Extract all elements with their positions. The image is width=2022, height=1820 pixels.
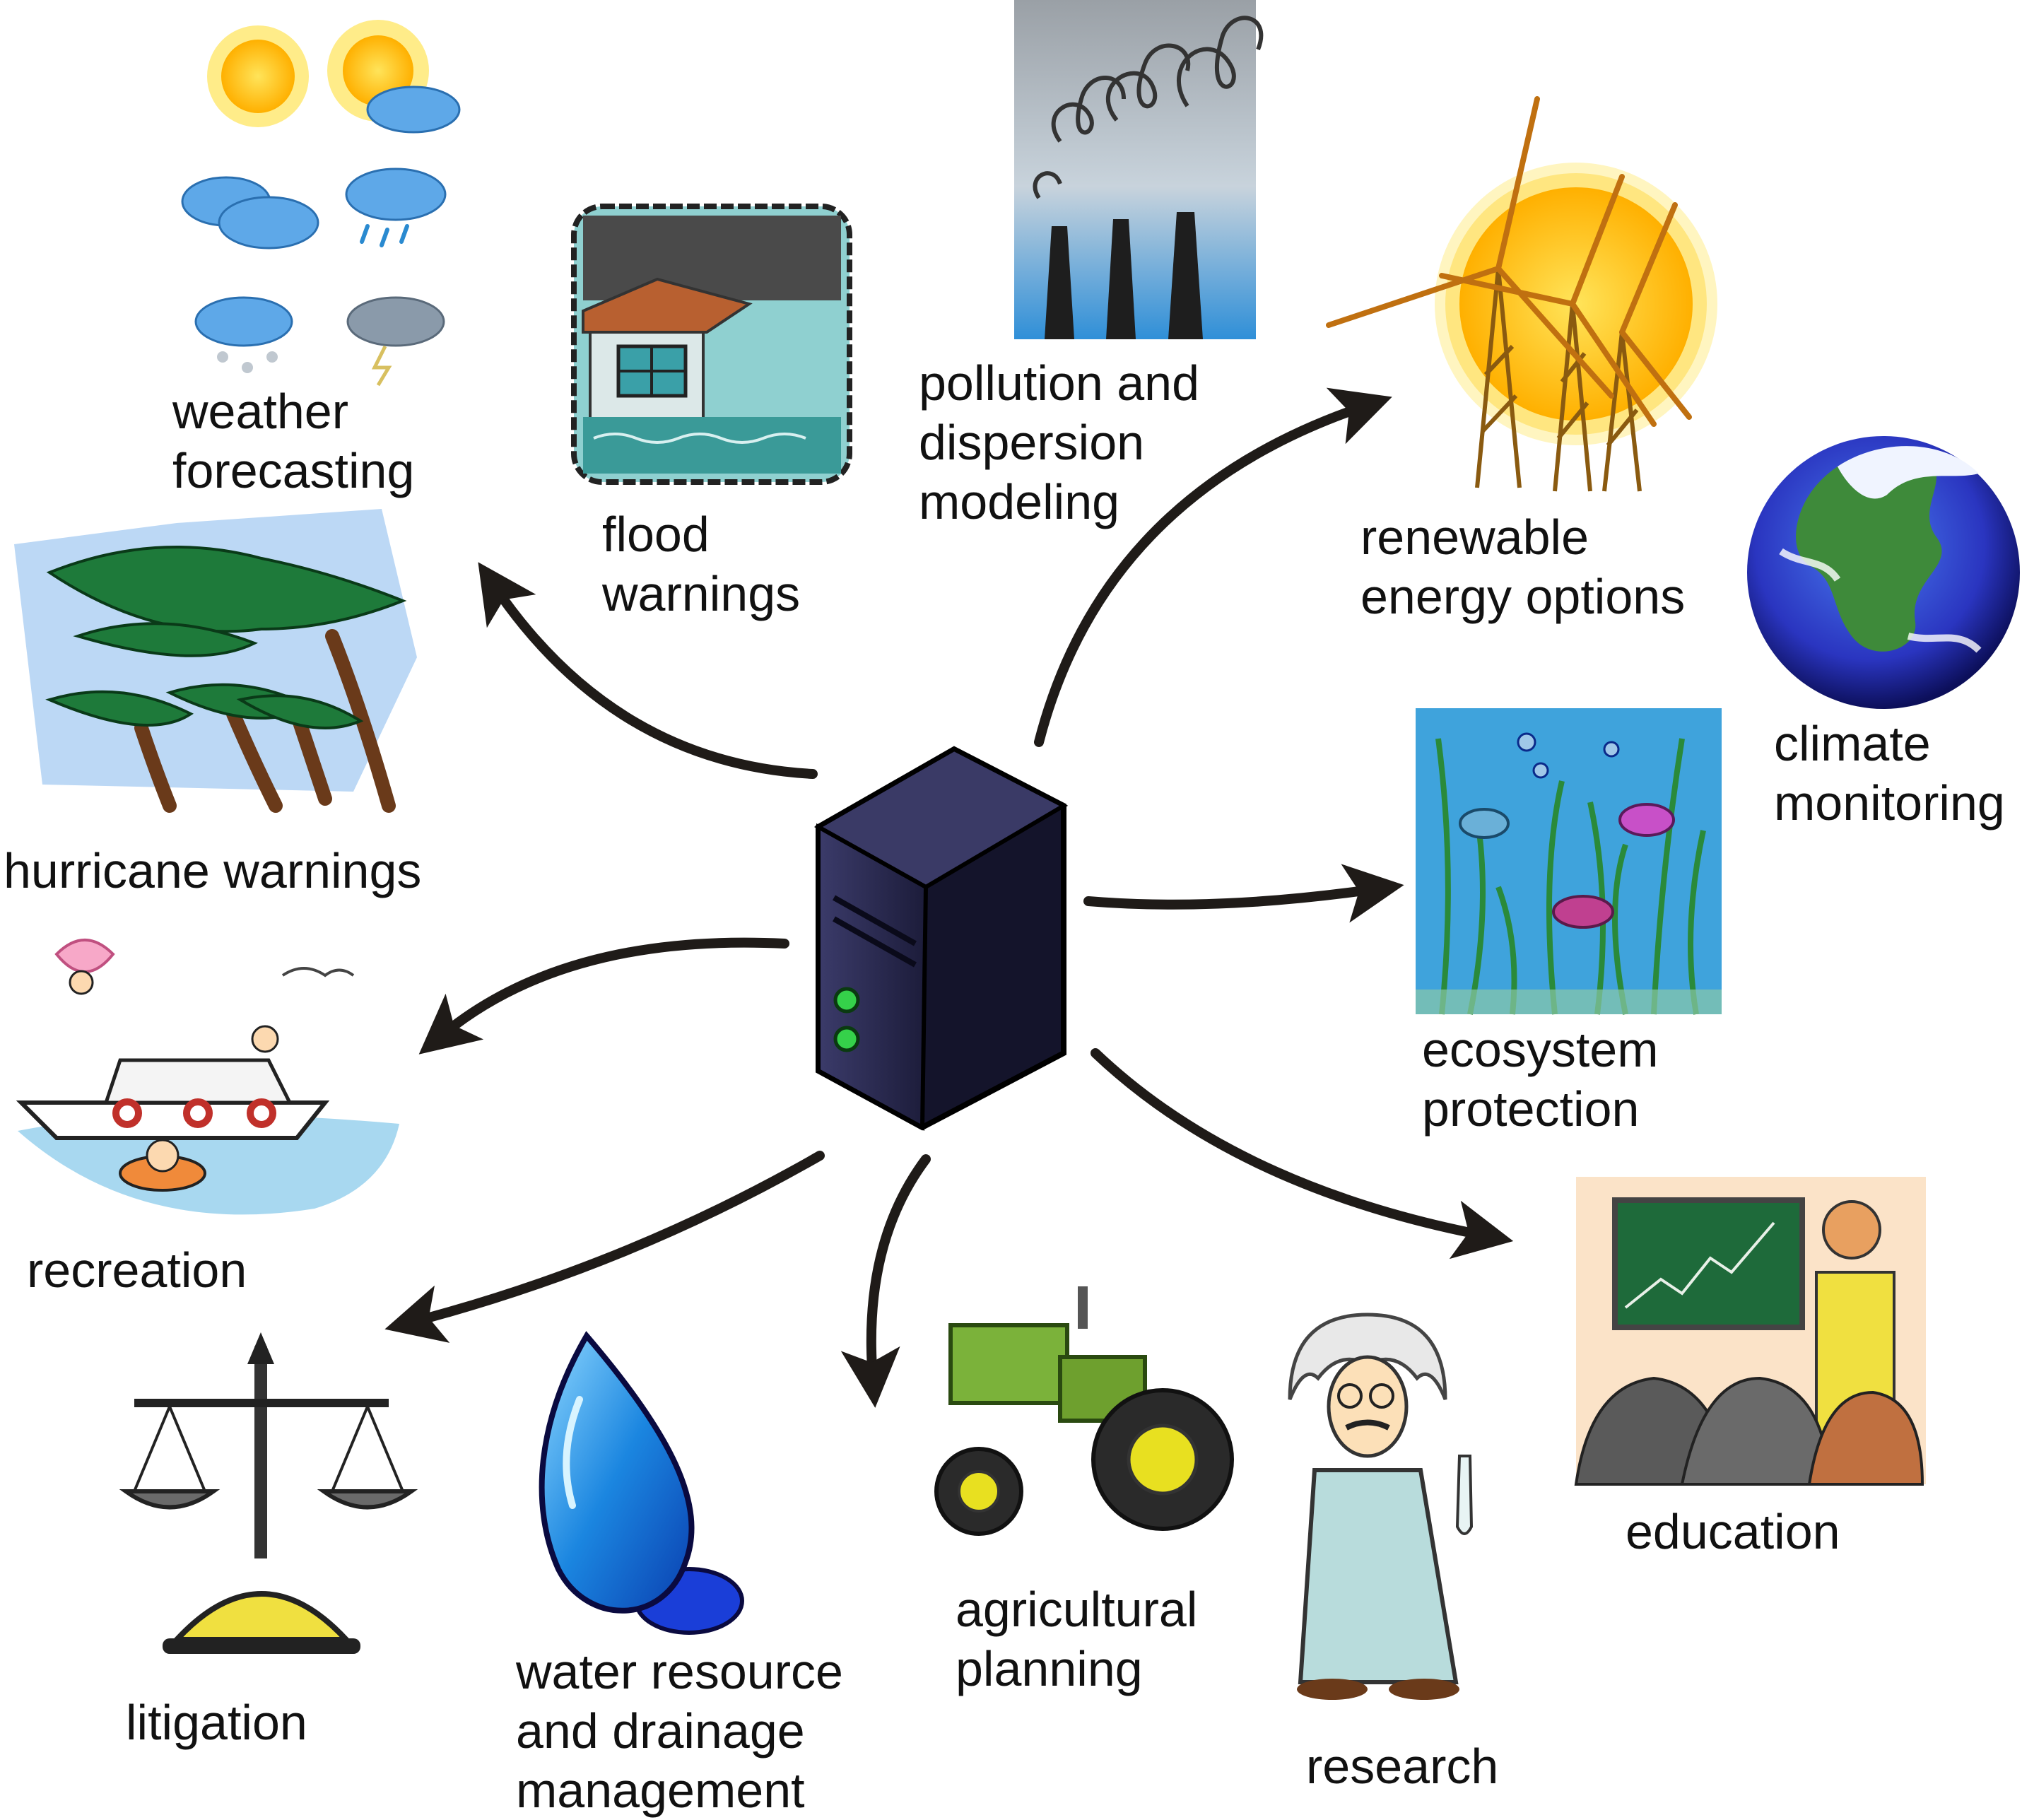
scientist-icon [1288, 1313, 1474, 1700]
smokestack-icon [1014, 0, 1264, 339]
label-line: water resource [516, 1644, 843, 1699]
label-line: recreation [27, 1243, 247, 1298]
aquarium-fish-icon [1416, 708, 1722, 1015]
tractor-icon [934, 1286, 1234, 1536]
label-line: protection [1422, 1081, 1640, 1137]
label-agricultural-planning: agricultural planning [956, 1580, 1197, 1698]
label-flood-warnings: flood warnings [602, 505, 800, 623]
label-line: and drainage [516, 1703, 805, 1759]
scales-of-justice-icon [119, 1332, 418, 1654]
arrow-to-water [840, 1154, 931, 1408]
label-climate-monitoring: climate monitoring [1774, 714, 2005, 833]
flood-house-icon [571, 204, 852, 485]
label-line: pollution and [919, 356, 1199, 411]
label-education: education [1626, 1502, 1840, 1561]
label-line: renewable [1360, 510, 1589, 565]
server-activity-light [833, 1026, 860, 1052]
label-weather-forecasting: weather forecasting [172, 382, 414, 500]
earth-globe-icon [1747, 436, 2020, 709]
label-hurricane-warnings: hurricane warnings [4, 841, 421, 900]
weather-icons [181, 20, 461, 387]
arrow-to-litigation [384, 1151, 825, 1343]
label-line: dispersion [919, 415, 1145, 470]
label-water-resource-drainage-management: water resource and drainage management [516, 1642, 843, 1820]
water-drop-icon [539, 1331, 744, 1635]
label-line: research [1306, 1739, 1499, 1794]
wind-turbine-icon [1326, 96, 1717, 492]
label-research: research [1306, 1737, 1498, 1796]
arrows [384, 387, 1514, 1408]
label-line: monitoring [1774, 775, 2005, 830]
classroom-icon [1574, 1177, 1926, 1486]
label-recreation: recreation [27, 1240, 247, 1300]
arrow-to-renewable [1034, 387, 1392, 747]
label-line: flood [602, 507, 710, 562]
label-line: forecasting [172, 443, 415, 498]
label-line: weather [172, 384, 349, 439]
label-renewable-energy-options: renewable energy options [1360, 507, 1685, 626]
arrow-to-recreation [418, 937, 789, 1055]
label-line: hurricane warnings [4, 843, 422, 898]
label-line: litigation [126, 1695, 307, 1750]
arrow-to-ecosystem [1083, 864, 1404, 923]
label-line: ecosystem [1422, 1022, 1659, 1077]
label-ecosystem-protection: ecosystem protection [1422, 1020, 1659, 1139]
label-pollution-dispersion-modeling: pollution and dispersion modeling [919, 353, 1199, 532]
label-line: warnings [602, 566, 801, 621]
server-icon [813, 746, 1069, 1132]
label-litigation: litigation [126, 1693, 307, 1752]
label-line: management [516, 1763, 805, 1818]
label-line: energy options [1360, 569, 1686, 624]
server-power-light [833, 987, 860, 1014]
label-line: climate [1774, 716, 1931, 771]
label-line: modeling [919, 474, 1120, 529]
arrow-to-education [1091, 1048, 1514, 1260]
label-line: agricultural [956, 1582, 1198, 1637]
label-line: planning [956, 1641, 1143, 1696]
arrow-to-weather [478, 562, 818, 779]
palm-tree-storm-icon [14, 509, 417, 813]
boat-icon [16, 939, 399, 1215]
label-line: education [1626, 1504, 1840, 1559]
